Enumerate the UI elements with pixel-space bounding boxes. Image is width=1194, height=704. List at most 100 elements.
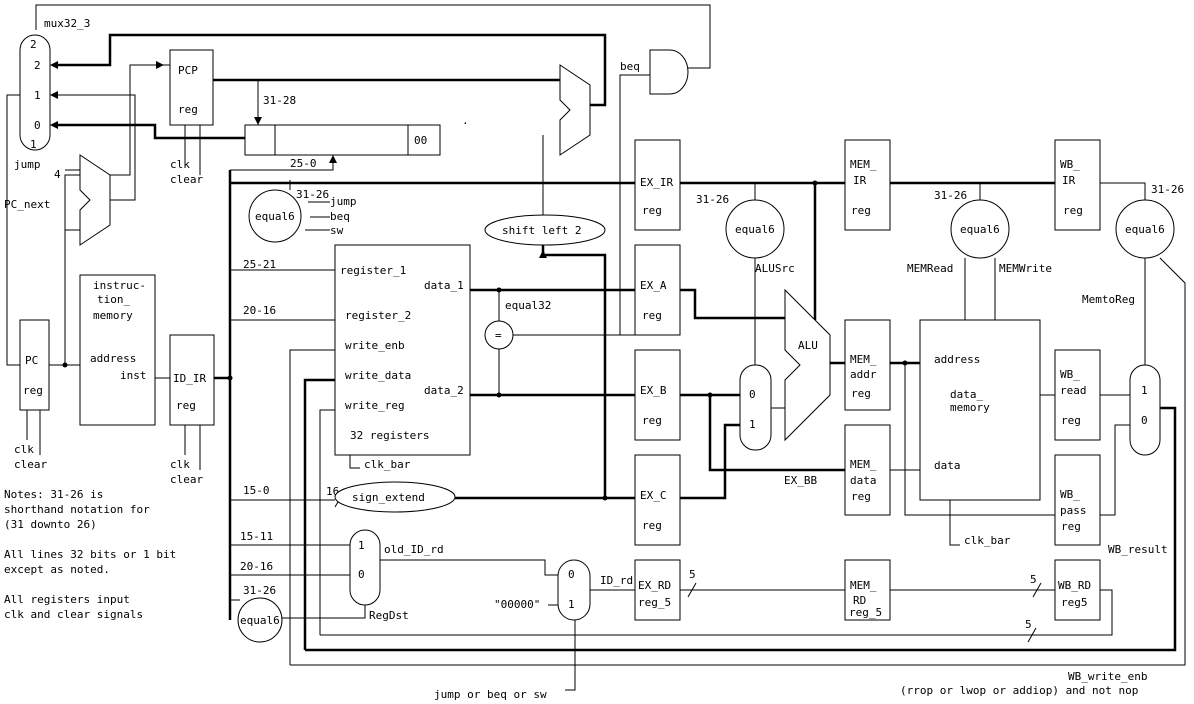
mem-rd-line2: RD — [853, 594, 866, 607]
width-5-c: 5 — [1025, 618, 1032, 631]
id-rd-in1: 1 — [568, 598, 575, 611]
mux32-3-in2-top: 2 — [30, 38, 37, 51]
notes-line-9: clk and clear signals — [4, 608, 143, 621]
regdst-in0: 0 — [358, 568, 365, 581]
dm-line2: memory — [950, 401, 990, 414]
pc-clk: clk — [14, 443, 34, 456]
memtoreg-label: MemtoReg — [1082, 293, 1135, 306]
wb-pass-register: WB_ pass reg — [1054, 454, 1101, 546]
wb-write-enb-condition: (rrop or lwop or addiop) and not nop — [900, 684, 1138, 697]
dm-line1: data_ — [950, 388, 983, 401]
instruction-memory: instruc- tion_ memory address inst — [79, 274, 156, 426]
id-ir-name: ID_IR — [173, 372, 206, 385]
wires — [6, 4, 1186, 691]
wb-ir-register: WB_ IR reg — [1054, 139, 1101, 231]
pc-next-label: PC_next — [4, 198, 50, 211]
ex-ir-sub: reg — [642, 204, 662, 217]
wb-rd-name: WB_RD — [1058, 579, 1091, 592]
wb-read-line2: read — [1060, 384, 1087, 397]
instr-mem-address: address — [90, 352, 136, 365]
equal6-id-sw: sw — [330, 224, 344, 237]
comparator-label: equal32 — [505, 299, 551, 312]
dm-address: address — [934, 353, 980, 366]
ex-rd-sub: reg_5 — [638, 596, 671, 609]
dm-clk-bar: clk_bar — [964, 534, 1011, 547]
mux32-3: mux32_3 2 2 1 0 1 jump — [14, 17, 90, 171]
notes-line-8: All registers input — [4, 593, 130, 606]
alu-name: ALU — [798, 339, 818, 352]
alusrc-label: ALUSrc — [755, 262, 795, 275]
id-rd-sel-label: jump or beq or sw — [434, 688, 547, 701]
notes-line-5: All lines 32 bits or 1 bit — [4, 548, 176, 561]
wb-read-sub: reg — [1061, 414, 1081, 427]
mem-ir-line2: IR — [853, 174, 867, 187]
ex-c-name: EX_C — [640, 489, 667, 502]
equal6-mem: equal6 31-26 MEMRead MEMWrite — [907, 189, 1052, 275]
wb-rd-register: WB_RD reg5 — [1054, 559, 1101, 621]
width-5-a: 5 — [689, 568, 696, 581]
pcp-clk: clk — [170, 158, 190, 171]
beq-label: beq — [620, 60, 640, 73]
stray-dot: . — [462, 114, 469, 127]
ex-b-name: EX_B — [640, 384, 667, 397]
wb-write-enb-label: WB_write_enb — [1068, 670, 1147, 683]
rf-title: 32 registers — [350, 429, 429, 442]
mem-addr-sub: reg — [851, 387, 871, 400]
bits-15-11: 15-11 — [240, 530, 273, 543]
ex-a-name: EX_A — [640, 279, 667, 292]
pc-name: PC — [25, 354, 38, 367]
shift-left-2: shift left 2 — [484, 214, 606, 246]
jump-label: jump — [14, 158, 41, 171]
equal6-ex-name: equal6 — [735, 223, 775, 236]
id-ir-register: ID_IR reg clk clear — [169, 334, 215, 486]
wb-mux-in0: 0 — [1141, 414, 1148, 427]
ex-b-sub: reg — [642, 414, 662, 427]
rf-clk-bar: clk_bar — [364, 458, 411, 471]
pc-register: PC reg clk clear — [14, 319, 50, 471]
id-rd-label: ID_rd — [600, 574, 633, 587]
alu: ALU — [784, 288, 831, 442]
alusrc-mux: 0 1 — [739, 364, 772, 451]
rf-write-data: write_data — [345, 369, 411, 382]
data-memory: address data_ memory data clk_bar — [919, 319, 1041, 547]
id-ir-sub: reg — [176, 399, 196, 412]
constant-four: 4 — [54, 168, 61, 181]
alusrc-in1: 1 — [749, 418, 756, 431]
equal6-regdst-name: equal6 — [240, 614, 280, 627]
regdst-mux: 1 0 RegDst old_ID_rd — [349, 529, 444, 622]
wb-ir-line1: WB_ — [1060, 158, 1080, 171]
register-file: register_1 register_2 write_enb write_da… — [334, 244, 471, 471]
ex-a-sub: reg — [642, 309, 662, 322]
ex-b-register: EX_B reg — [634, 349, 681, 441]
equal6-wb-name: equal6 — [1125, 223, 1165, 236]
equal6-id-name: equal6 — [255, 210, 295, 223]
mem-addr-register: MEM_ addr reg — [844, 319, 891, 411]
equal32-comparator: = equal32 — [484, 299, 551, 350]
mux32-3-in2: 2 — [34, 59, 41, 72]
sign-extend-name: sign_extend — [352, 491, 425, 504]
rf-write-enb: write_enb — [345, 339, 405, 352]
mem-addr-line1: MEM_ — [850, 353, 877, 366]
equal6-mem-name: equal6 — [960, 223, 1000, 236]
notes-line-2: shorthand notation for — [4, 503, 150, 516]
id-rd-in0: 0 — [568, 568, 575, 581]
bits-20-16-b: 20-16 — [240, 560, 273, 573]
bits-15-0: 15-0 — [243, 484, 270, 497]
wb-result-label: WB_result — [1108, 543, 1168, 556]
mem-data-sub: reg — [851, 490, 871, 503]
notes-line-6: except as noted. — [4, 563, 110, 576]
equal6-wb-bits: 31-26 — [1151, 183, 1184, 196]
old-id-rd-label: old_ID_rd — [384, 543, 444, 556]
rf-register-1: register_1 — [340, 264, 406, 277]
ex-a-register: EX_A reg — [634, 244, 681, 336]
equal6-id-bits: 31-26 — [296, 188, 329, 201]
shift-left-2-name: shift left 2 — [502, 224, 581, 237]
mux32-3-title: mux32_3 — [44, 17, 90, 30]
mem-rd-sub: reg_5 — [849, 606, 882, 619]
ex-rd-register: EX_RD reg_5 — [634, 559, 681, 621]
pc-adder — [79, 154, 111, 246]
ex-ir-name: EX_IR — [640, 176, 673, 189]
wb-pass-line2: pass — [1060, 504, 1087, 517]
equal6-ex-bits: 31-26 — [696, 193, 729, 206]
notes-line-3: (31 downto 26) — [4, 518, 97, 531]
